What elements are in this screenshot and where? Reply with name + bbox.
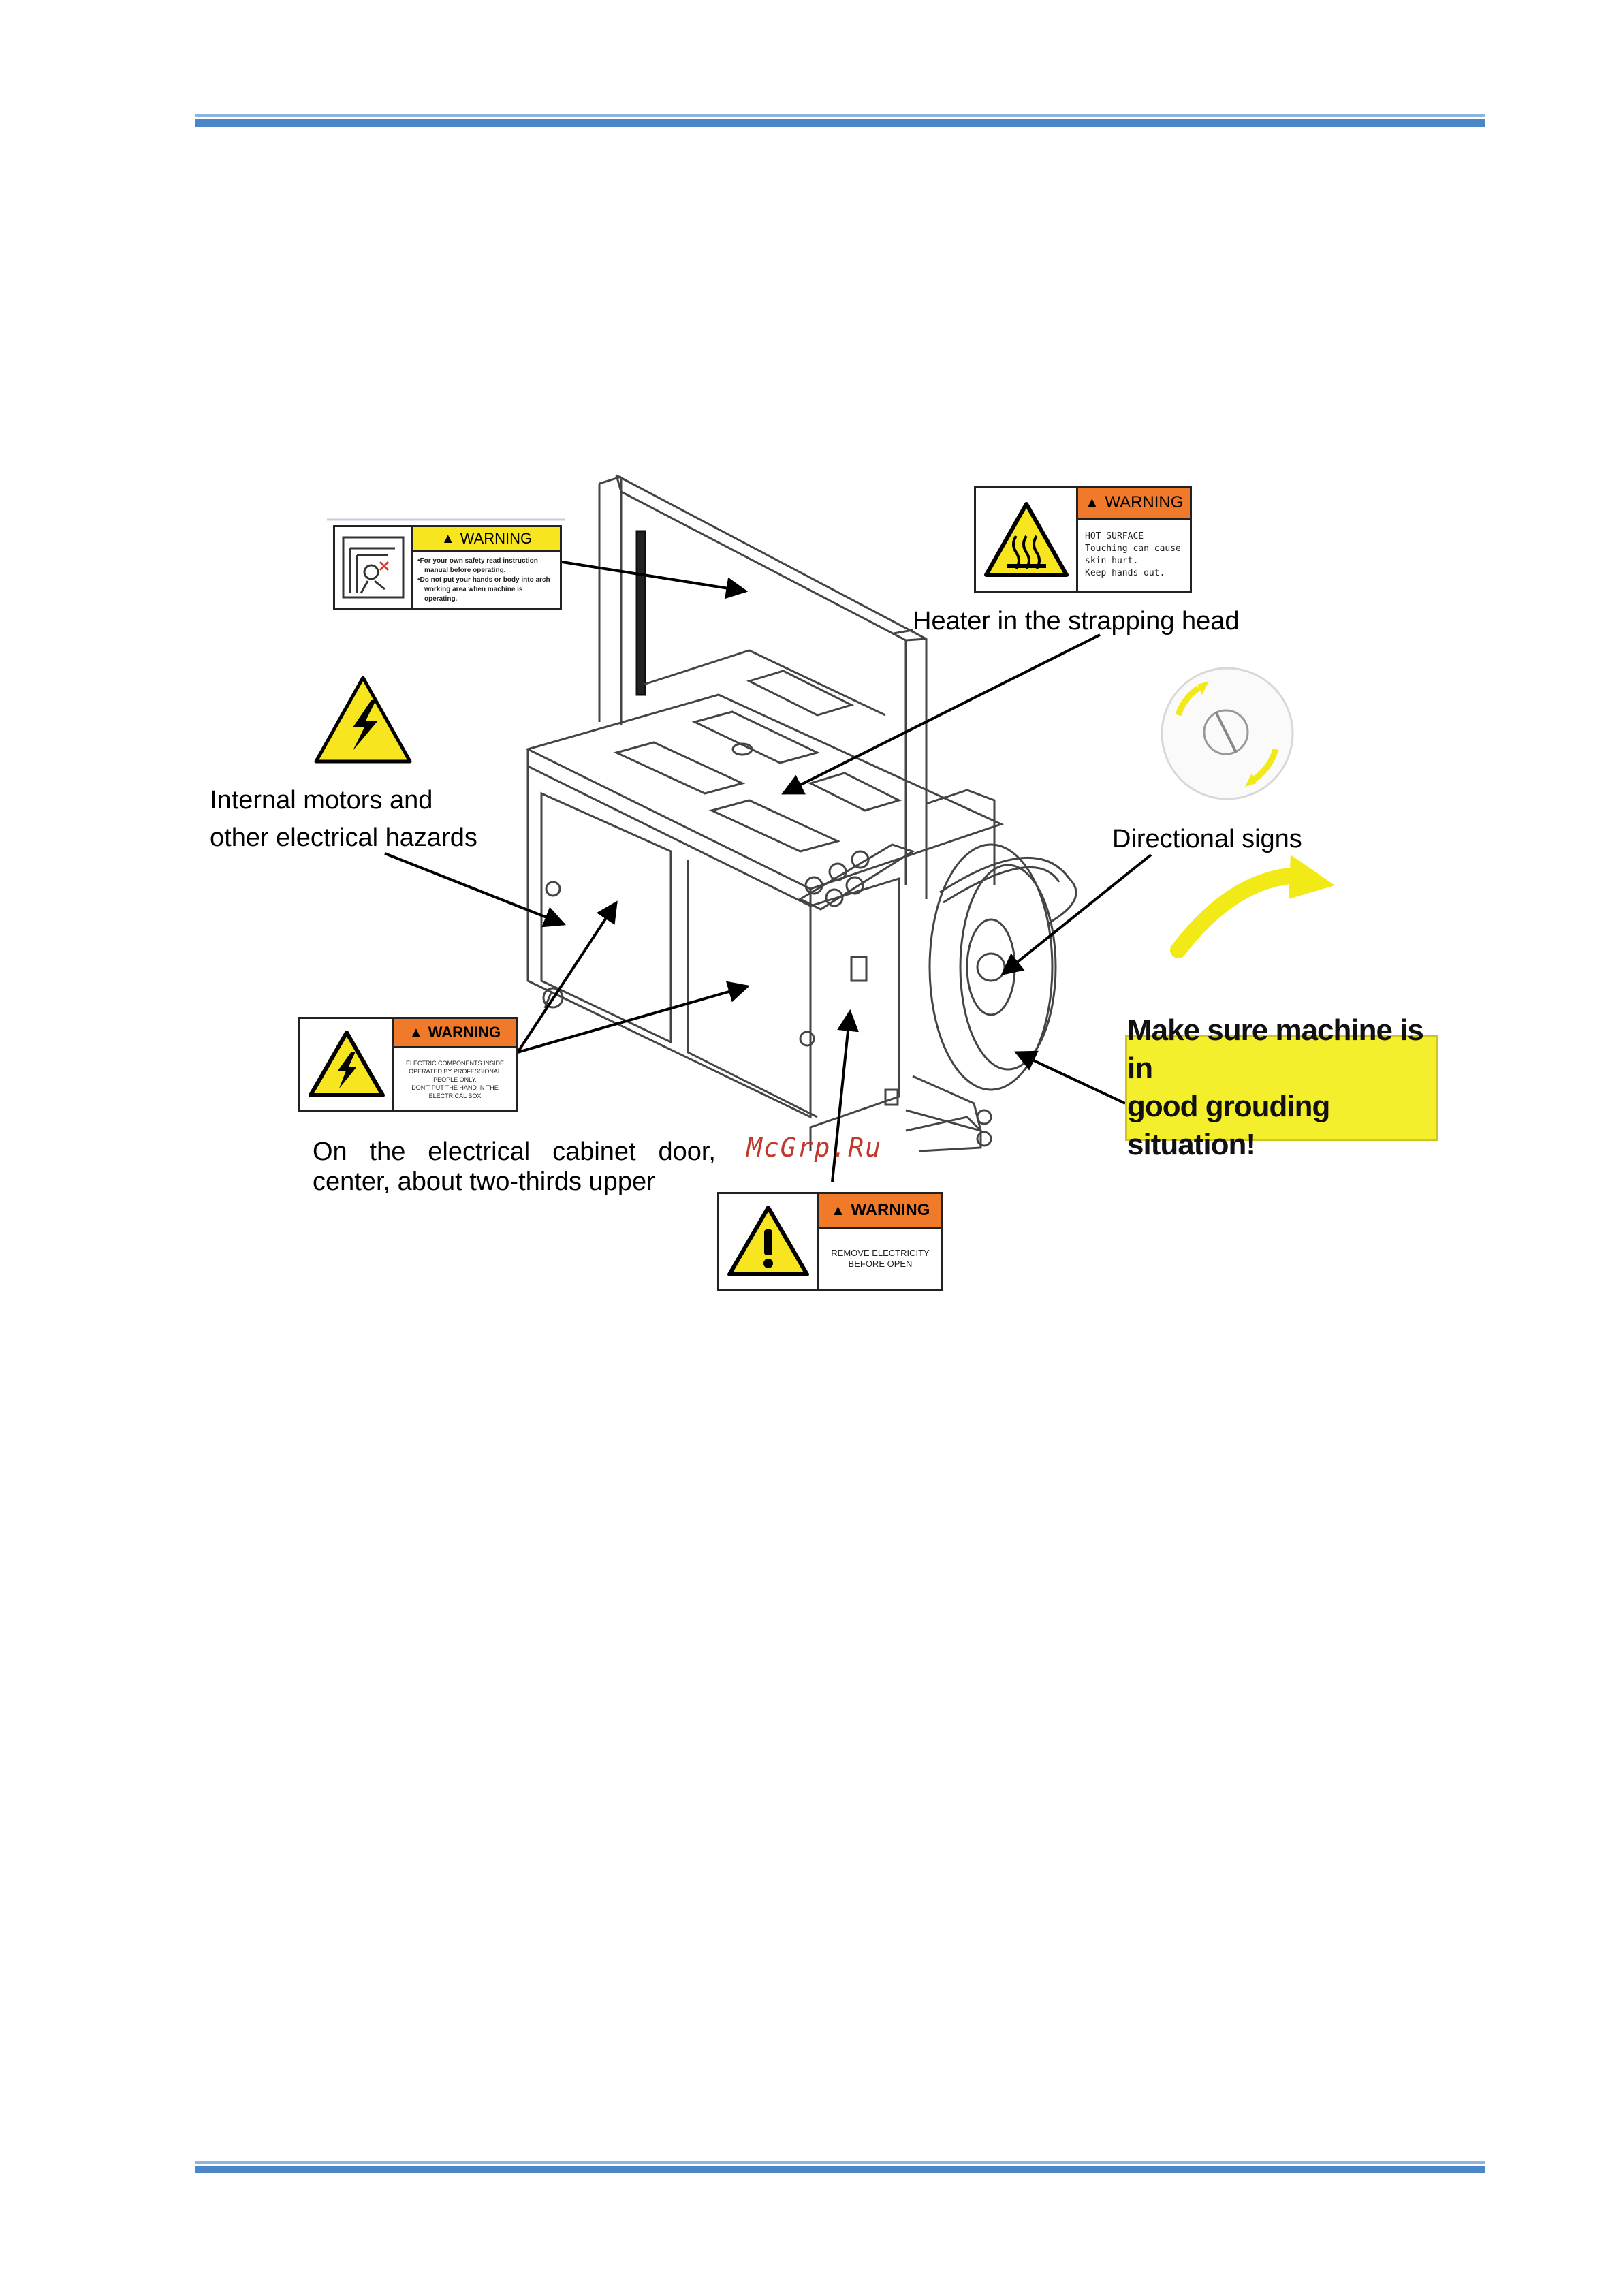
exclamation-hazard-icon: [719, 1194, 819, 1289]
hand-caution-icon: [335, 527, 413, 608]
remove-electricity-warning-sign: ▲ WARNING REMOVE ELECTRICITY BEFORE OPEN: [717, 1192, 943, 1291]
arch-warning-line: manual before operating.: [424, 566, 506, 574]
electric-shock-icon: [300, 1019, 394, 1110]
arch-warning-line: •Do not put your hands or body into arch: [417, 576, 550, 584]
grounding-line-2: good grouding situation!: [1127, 1090, 1330, 1161]
electric-warning-line: OPERATED BY PROFESSIONAL: [409, 1067, 501, 1075]
hot-surface-warning-sign: ▲ WARNING HOT SURFACE Touching can cause…: [974, 486, 1192, 593]
machine-drawing: [524, 474, 1077, 1152]
electric-warning-line: DON'T PUT THE HAND IN THE: [411, 1084, 499, 1091]
arch-warning-line: •For your own safety read instruction: [417, 556, 538, 565]
footer-rule: [195, 2161, 1485, 2173]
internal-hazards-label-line-2: other electrical hazards: [210, 823, 477, 852]
header-rule: [195, 114, 1485, 127]
remove-warning-line: REMOVE ELECTRICITY: [831, 1248, 930, 1258]
electric-warning-line: ELECTRIC COMPONENTS INSIDE: [405, 1059, 505, 1067]
hot-surface-icon: [976, 488, 1078, 591]
electric-warning-header: WARNING: [428, 1024, 501, 1041]
remove-warning-line: BEFORE OPEN: [848, 1259, 913, 1269]
cabinet-location-text: On the electrical cabinet door, center, …: [313, 1137, 716, 1196]
grounding-line-1: Make sure machine is in: [1127, 1013, 1424, 1085]
heater-label: Heater in the strapping head: [913, 607, 1240, 635]
electric-warning-line: PEOPLE ONLY.: [433, 1075, 477, 1083]
hot-warning-header: WARNING: [1105, 493, 1184, 512]
hot-warning-line: skin hurt.: [1085, 556, 1139, 566]
hot-warning-line: Touching can cause: [1085, 544, 1181, 554]
remove-warning-header: WARNING: [851, 1201, 930, 1219]
arch-warning-header: WARNING: [460, 530, 533, 547]
arch-warning-line: working area when machine is operating.: [424, 585, 523, 603]
hot-warning-line: Keep hands out.: [1085, 568, 1165, 578]
callout-arrows: [384, 561, 1152, 1182]
electric-warning-sign: ▲ WARNING ELECTRIC COMPONENTS INSIDE OPE…: [298, 1017, 518, 1112]
internal-hazards-label-line-1: Internal motors and: [210, 786, 433, 815]
electric-warning-line: ELECTRICAL BOX: [428, 1092, 482, 1099]
directional-signs-label: Directional signs: [1112, 825, 1302, 853]
hot-warning-line: HOT SURFACE: [1085, 531, 1144, 541]
electric-hazard-icon: [314, 676, 412, 764]
watermark: McGrp.Ru: [746, 1133, 883, 1163]
arch-warning-sign: ▲ WARNING •For your own safety read inst…: [333, 525, 562, 610]
grounding-sign: Make sure machine is in good grouding si…: [1125, 1013, 1438, 1161]
direction-arrow-icon: [1170, 855, 1335, 958]
rotation-direction-icon: [1161, 667, 1294, 800]
